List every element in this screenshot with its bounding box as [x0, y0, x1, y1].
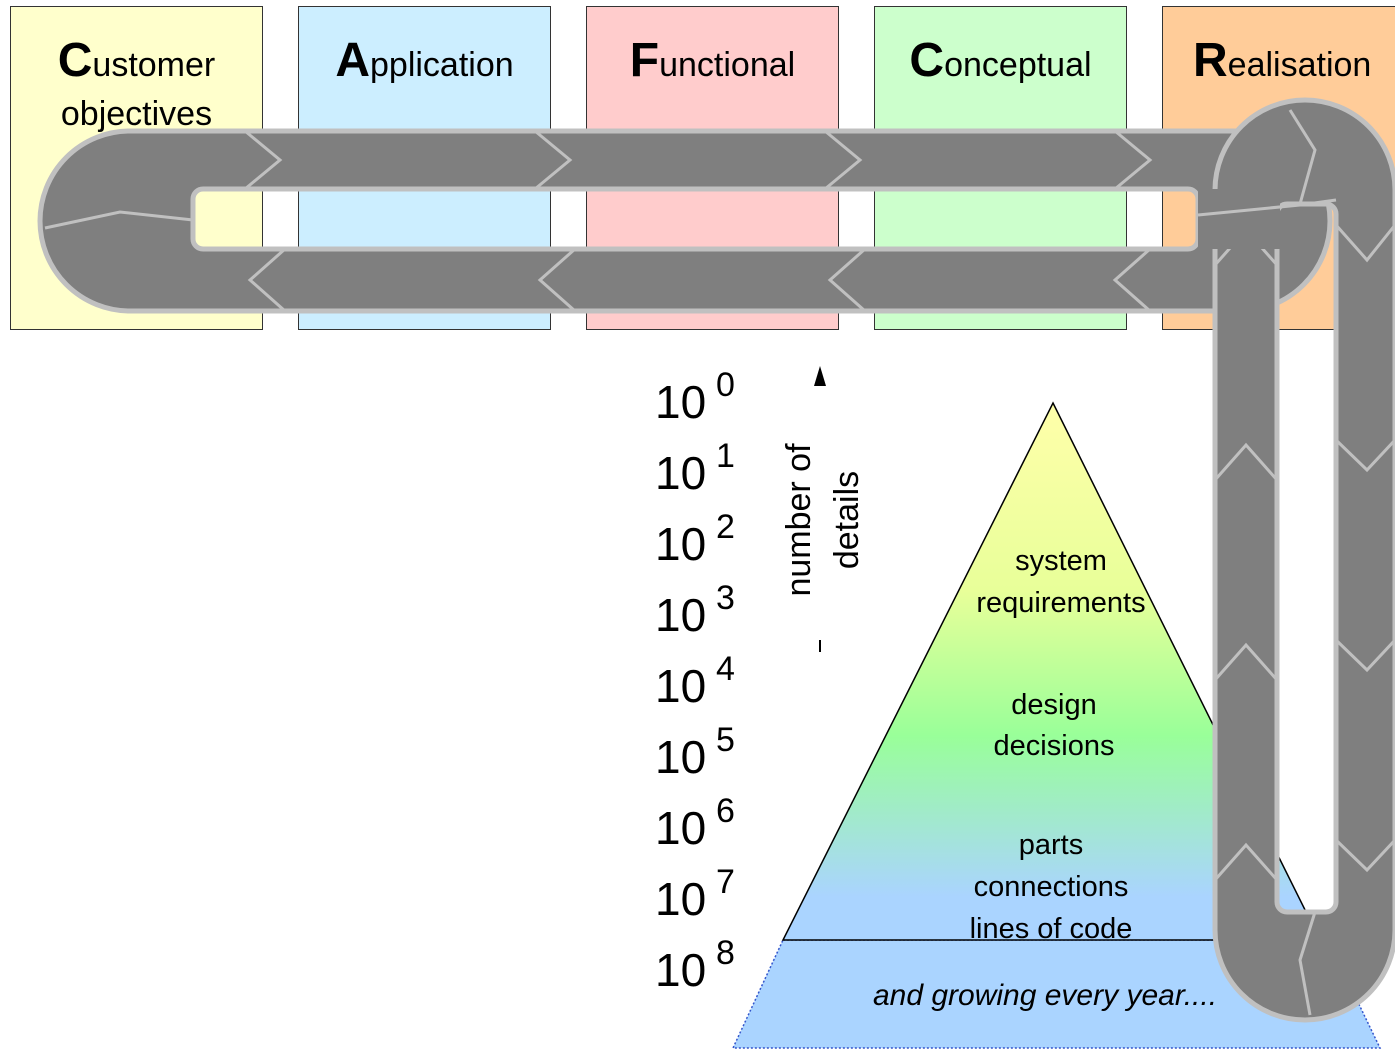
- level-line: design: [1011, 689, 1096, 721]
- view-title: unctional: [659, 46, 796, 84]
- axis-arrow-head: [814, 366, 826, 386]
- scale-exponent-8: 8: [716, 934, 735, 972]
- scale-label-1: 10: [655, 447, 706, 499]
- axis-label-line1: number of: [780, 443, 818, 597]
- view-initial: F: [629, 34, 660, 87]
- level-line: parts: [1019, 829, 1083, 861]
- scale-label-5: 10: [655, 731, 706, 783]
- scale-exponent-2: 2: [716, 508, 735, 546]
- view-title: onceptual: [944, 46, 1092, 84]
- pyramid-level-parts: parts connections lines of code: [970, 829, 1133, 945]
- scale-exponent-3: 3: [716, 579, 735, 617]
- level-line: connections: [974, 871, 1129, 903]
- scale-label-7: 10: [655, 873, 706, 925]
- chain-seam: [1197, 198, 1337, 217]
- scale-exponent-4: 4: [716, 650, 735, 688]
- scale-label-4: 10: [655, 660, 706, 712]
- level-line: decisions: [994, 730, 1115, 762]
- detail-pyramid: [781, 401, 1322, 941]
- scale-exponent-1: 1: [716, 437, 735, 475]
- view-initial: R: [1193, 34, 1228, 87]
- level-line: lines of code: [970, 913, 1133, 945]
- scale-label-6: 10: [655, 802, 706, 854]
- horizontal-chain-link: [37, 128, 1333, 314]
- growth-label: and growing every year....: [873, 979, 1217, 1012]
- level-line: system: [1015, 545, 1107, 577]
- scale-exponent-6: 6: [716, 792, 735, 830]
- scale-label-8: 10: [655, 944, 706, 996]
- view-title: ustomer: [92, 46, 216, 84]
- growth-band: [731, 939, 1382, 1049]
- view-initial: C: [909, 34, 945, 87]
- axis-label: number of details: [780, 443, 866, 597]
- scale-exponent-0: 0: [716, 366, 735, 404]
- level-line: requirements: [976, 587, 1145, 619]
- pyramid-level-system-requirements: system requirements: [976, 545, 1145, 619]
- view-initial: A: [335, 34, 370, 87]
- view-title: pplication: [370, 46, 514, 84]
- scale-label-0: 10: [655, 376, 706, 428]
- view-initial: C: [57, 34, 93, 87]
- axis-label-line2: details: [828, 471, 866, 569]
- scale-exponent-7: 7: [716, 863, 735, 901]
- detail-scale: 10 0 10 1 10 2 10 3 10 4 10 5 10 6 10 7 10 8: [655, 366, 735, 996]
- pyramid-level-design-decisions: design decisions: [994, 689, 1115, 762]
- chain-overlap: [1198, 189, 1280, 249]
- view-subtitle: objectives: [60, 95, 213, 133]
- scale-exponent-5: 5: [716, 721, 735, 759]
- scale-label-3: 10: [655, 589, 706, 641]
- view-title: ealisation: [1227, 46, 1372, 84]
- scale-label-2: 10: [655, 518, 706, 570]
